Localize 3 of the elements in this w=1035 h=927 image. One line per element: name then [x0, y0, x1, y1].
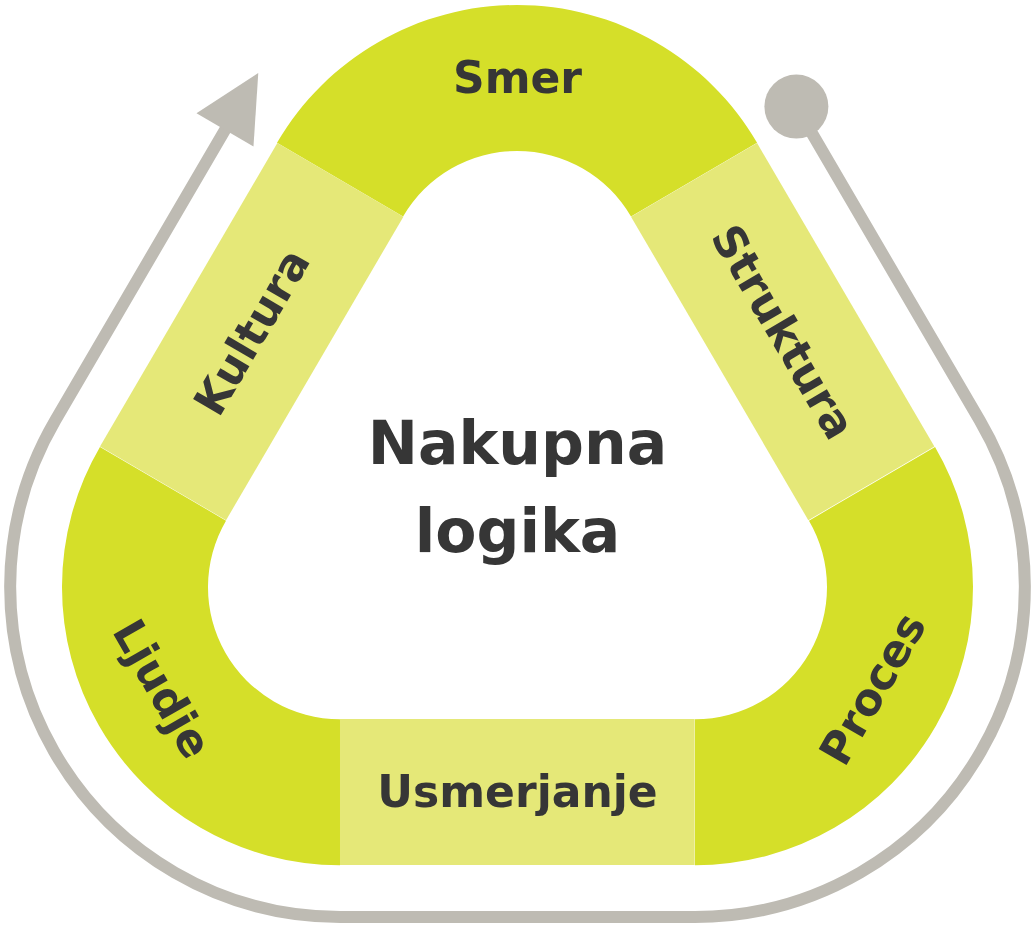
center-title: Nakupna logika: [367, 399, 668, 575]
segment-label: Usmerjanje: [377, 766, 658, 818]
segment-label: Smer: [452, 52, 582, 105]
